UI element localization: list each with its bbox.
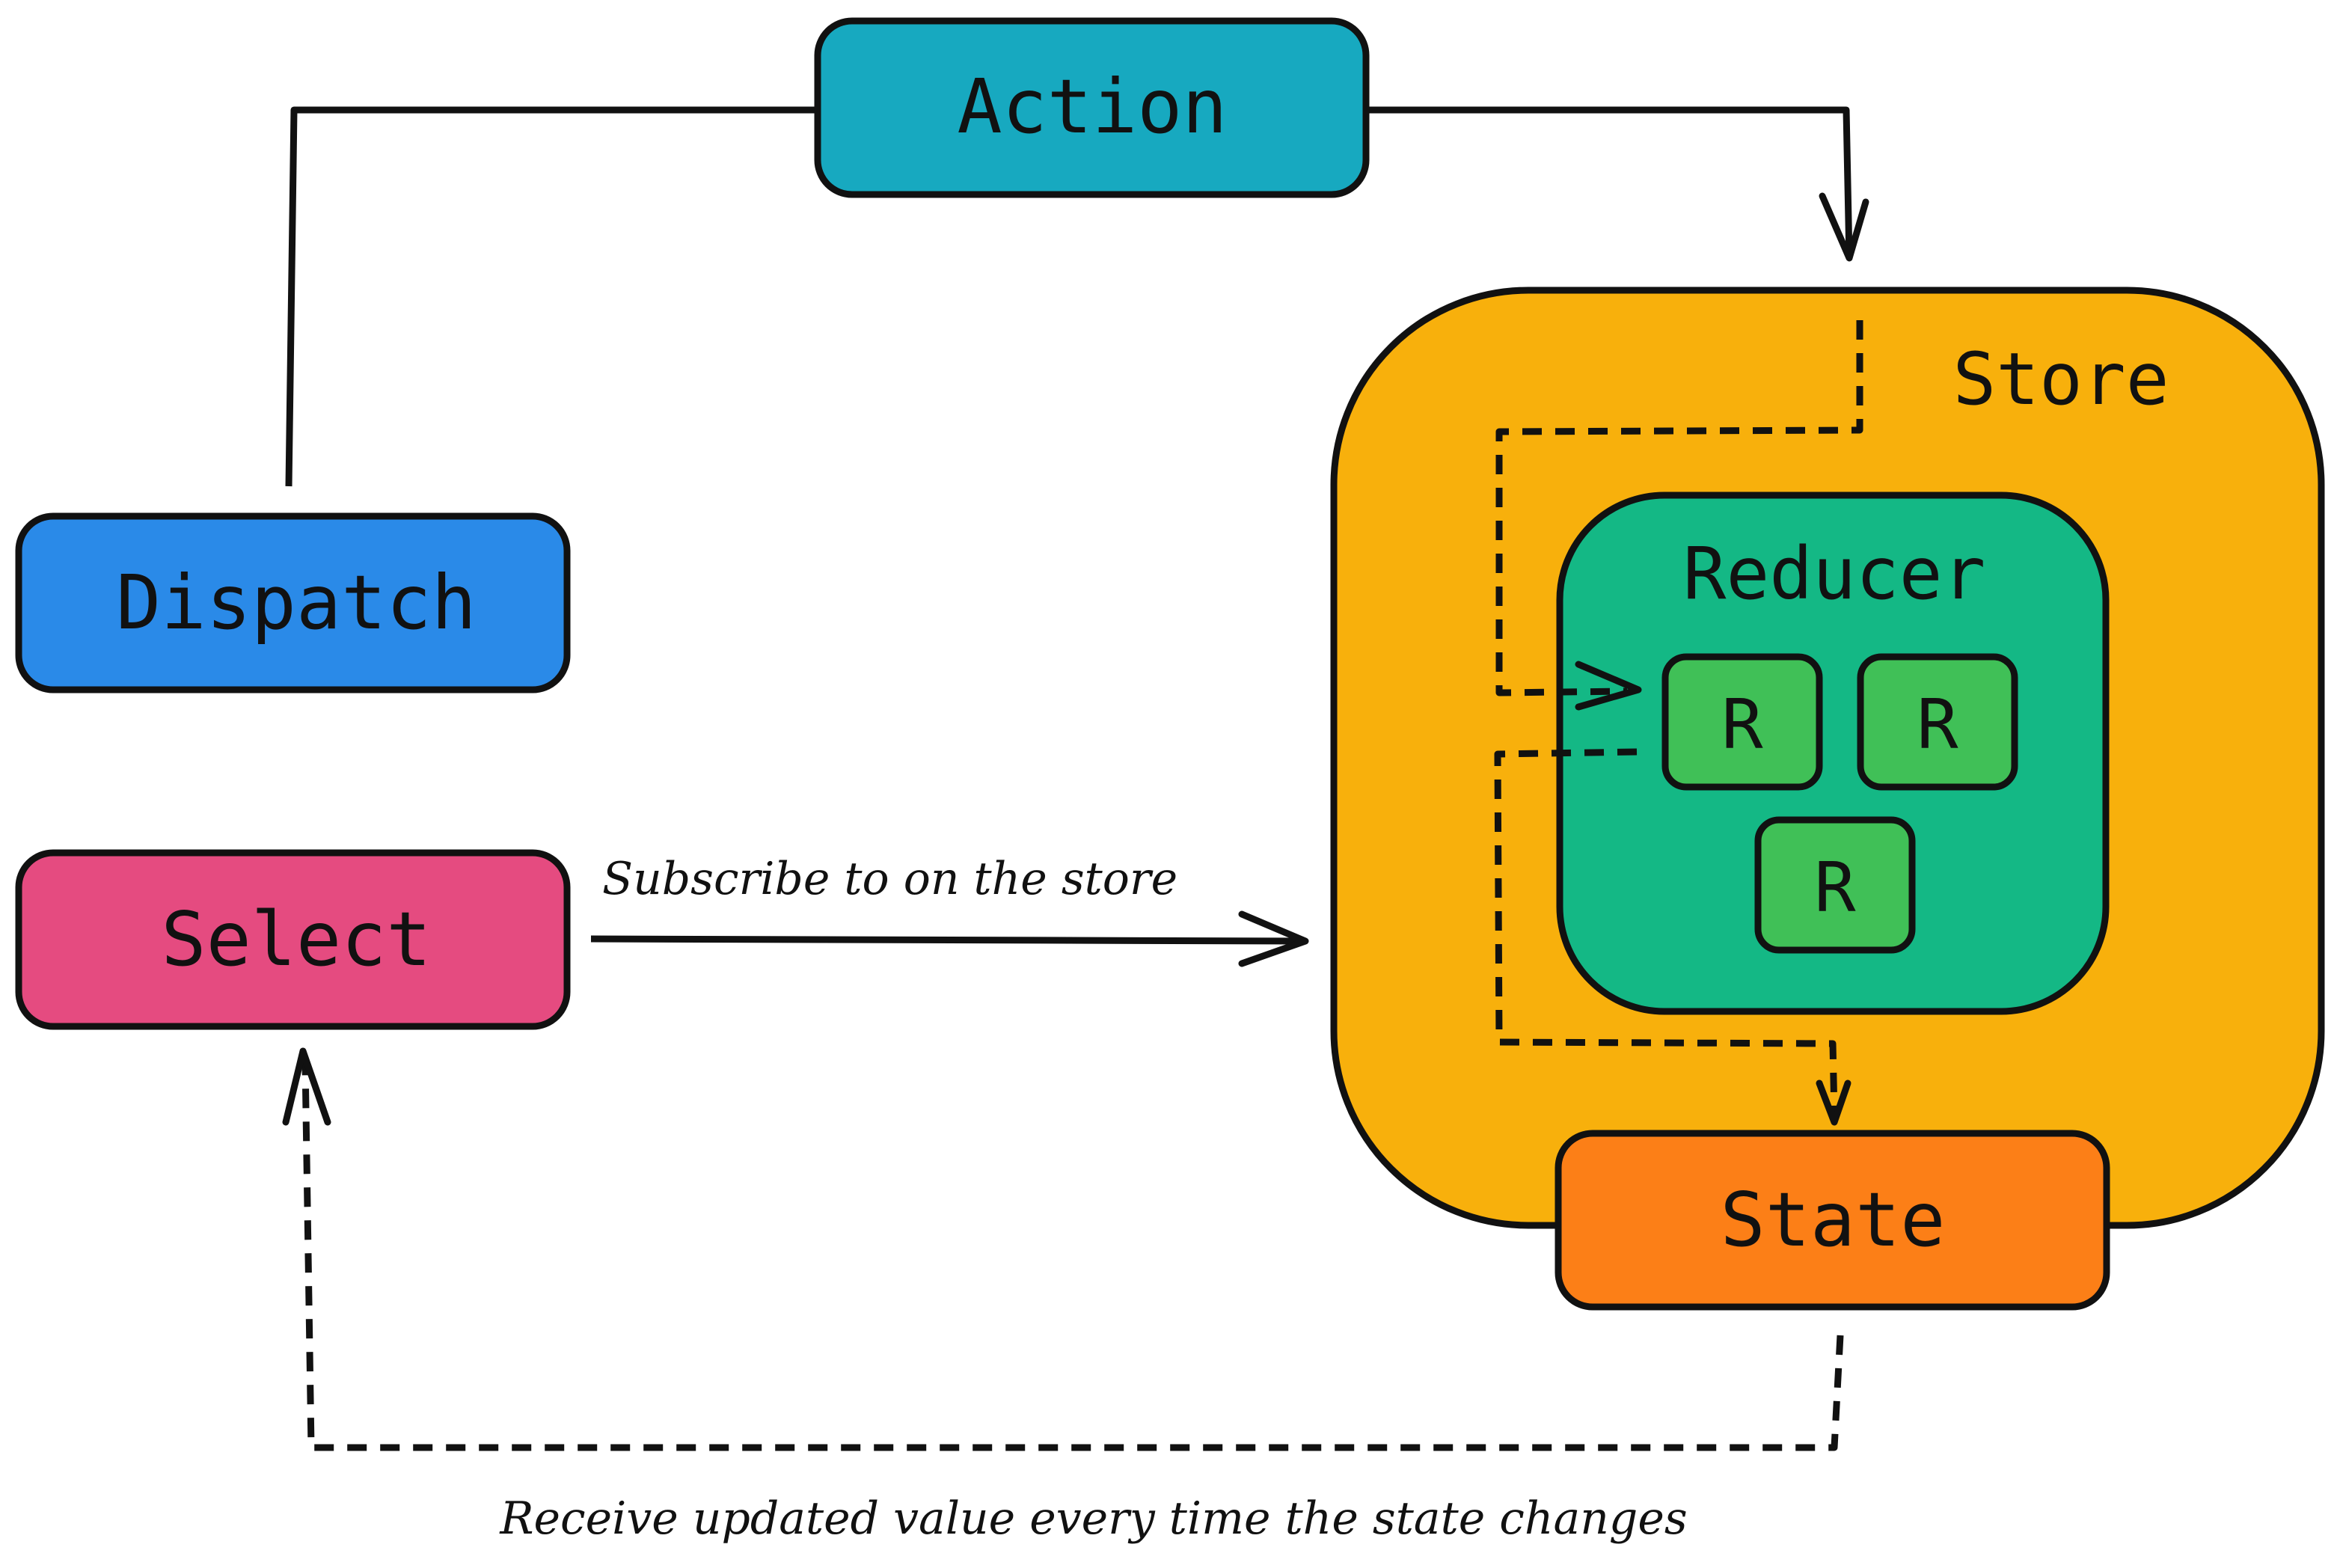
reducer-item-box <box>1661 653 1823 791</box>
store-to-reducer-edge <box>1495 320 1863 696</box>
dispatch-node <box>15 512 571 693</box>
reducer-item-label: R <box>1721 685 1763 765</box>
state-to-select-edge <box>301 1062 1844 1451</box>
action-to-store-arrowhead <box>1819 192 1869 262</box>
reducer-item-label: R <box>1917 685 1958 765</box>
store-to-reducer-arrowhead <box>1575 661 1642 711</box>
reducer-item-box <box>1857 653 2018 791</box>
store-label: Store <box>1953 337 2169 421</box>
select-label: Select <box>161 895 431 983</box>
dispatch-to-action-edge <box>285 106 818 487</box>
dispatch-label: Dispatch <box>116 559 477 646</box>
action-label: Action <box>957 63 1227 150</box>
select-to-store-edge <box>590 935 1302 945</box>
reducer-item-label: R <box>1814 848 1856 928</box>
state-label: State <box>1720 1176 1945 1264</box>
select-to-store-arrowhead <box>1238 910 1309 967</box>
select-node <box>15 849 571 1030</box>
action-to-store-edge <box>1366 106 1853 259</box>
receive-edge-label: Receive updated value every time the sta… <box>499 1492 1687 1545</box>
state-to-select-arrowhead <box>282 1047 331 1126</box>
subscribe-edge-label: Subscribe to on the store <box>602 853 1177 905</box>
reducer-item-box <box>1754 816 1916 954</box>
state-node <box>1555 1130 2110 1311</box>
reducer-to-state-arrowhead <box>1816 1079 1851 1126</box>
reducer-label: Reducer <box>1683 532 1986 616</box>
